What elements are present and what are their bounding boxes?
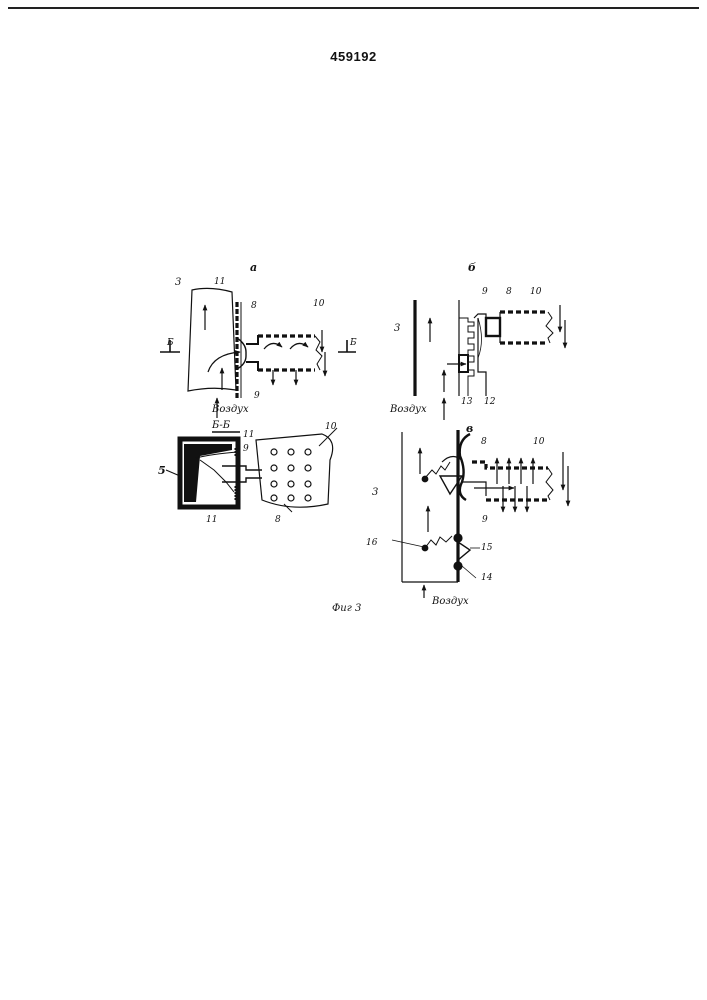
perforation-holes [271,449,311,501]
air-label-a: Воздух [211,404,249,415]
view-b-labels: 9 8 10 3 13 12 Воздух [389,287,542,415]
view-c-letter: в [466,422,473,435]
label-10c: 10 [533,437,545,447]
label-8-section: 8 [275,515,281,525]
hose-c-arrows [497,458,533,512]
label-9c: 9 [482,515,488,525]
label-15: 15 [481,543,493,553]
label-9-section: 9 [243,444,249,454]
label-16: 16 [366,538,378,548]
section-title: Б-Б [211,420,231,431]
label-3: 3 [175,277,181,288]
section-letter-left: Б [166,338,174,348]
label-8b: 8 [506,287,512,297]
label-9: 9 [254,391,260,401]
label-10-section: 10 [325,422,337,432]
section-letter-right: Б [349,338,357,348]
label-8c: 8 [481,437,487,447]
label-14: 14 [481,573,493,583]
air-label-b: Воздух [389,404,427,415]
label-8: 8 [251,301,257,311]
label-3c: 3 [372,487,378,498]
connector-8 [486,318,500,336]
label-13: 13 [461,397,473,407]
column-3 [188,288,236,391]
view-a-letter: а [250,261,257,274]
section-bb [166,428,337,512]
label-3b: 3 [394,323,400,334]
label-5: 5 [158,464,166,477]
label-10: 10 [313,299,325,309]
perforated-sheet [256,434,333,507]
figure-caption: Фиг 3 [332,603,361,614]
label-11-section-top: 11 [243,430,254,440]
label-11: 11 [214,277,225,287]
valve-lower [458,542,470,560]
view-a-labels: 3 11 8 10 9 Б Б Воздух Б-Б [166,277,357,431]
view-c: в [392,422,568,598]
air-label-c: Воздух [431,596,469,607]
label-10b: 10 [530,287,542,297]
label-12: 12 [484,397,496,407]
hose-c-top [472,462,548,468]
hatched-section [184,444,232,502]
label-11-section-bottom: 11 [206,515,217,525]
joint-9 [460,434,470,500]
label-9b: 9 [482,287,488,297]
view-b-letter: б [468,261,476,274]
